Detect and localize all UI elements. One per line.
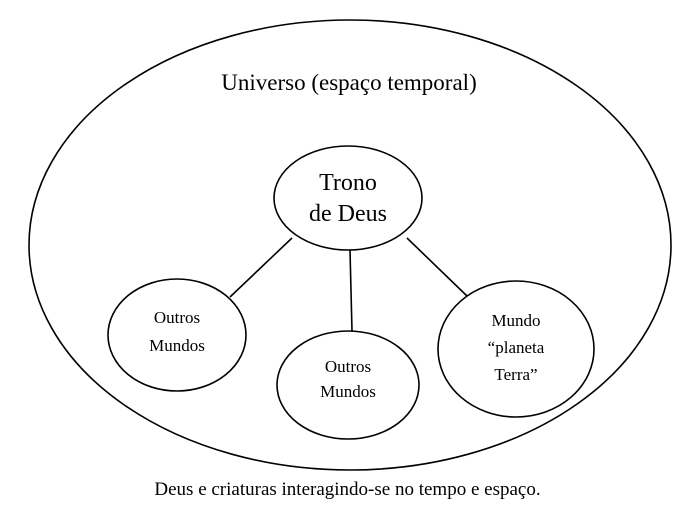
- throne-label-line1: Trono: [319, 170, 377, 196]
- world-node-center: Outros Mundos: [276, 330, 420, 440]
- world-center-label-line1: Outros: [325, 357, 371, 376]
- universe-ellipse: [28, 19, 672, 471]
- connector-throne-center: [349, 249, 353, 332]
- world-node-left: Outros Mundos: [107, 278, 247, 392]
- world-left-label-line1: Outros: [154, 308, 200, 327]
- world-center-ellipse: [276, 330, 420, 440]
- connector-throne-left: [229, 237, 293, 298]
- world-center-label-line2: Mundos: [320, 382, 376, 401]
- world-right-label-line2: “planeta: [488, 338, 545, 357]
- universe-label: Universo (espaço temporal): [221, 70, 476, 95]
- world-node-right: Mundo “planeta Terra”: [437, 280, 595, 418]
- world-right-label-line1: Mundo: [491, 311, 540, 330]
- throne-ellipse: [273, 145, 423, 251]
- throne-node: Trono de Deus: [273, 145, 423, 251]
- world-right-label-line3: Terra”: [494, 365, 537, 384]
- world-left-ellipse: [107, 278, 247, 392]
- diagram-caption: Deus e criaturas interagindo-se no tempo…: [154, 479, 541, 500]
- throne-label-line2: de Deus: [309, 201, 387, 227]
- connector-throne-right: [406, 237, 468, 297]
- world-right-ellipse: [437, 280, 595, 418]
- world-left-label-line2: Mundos: [149, 336, 205, 355]
